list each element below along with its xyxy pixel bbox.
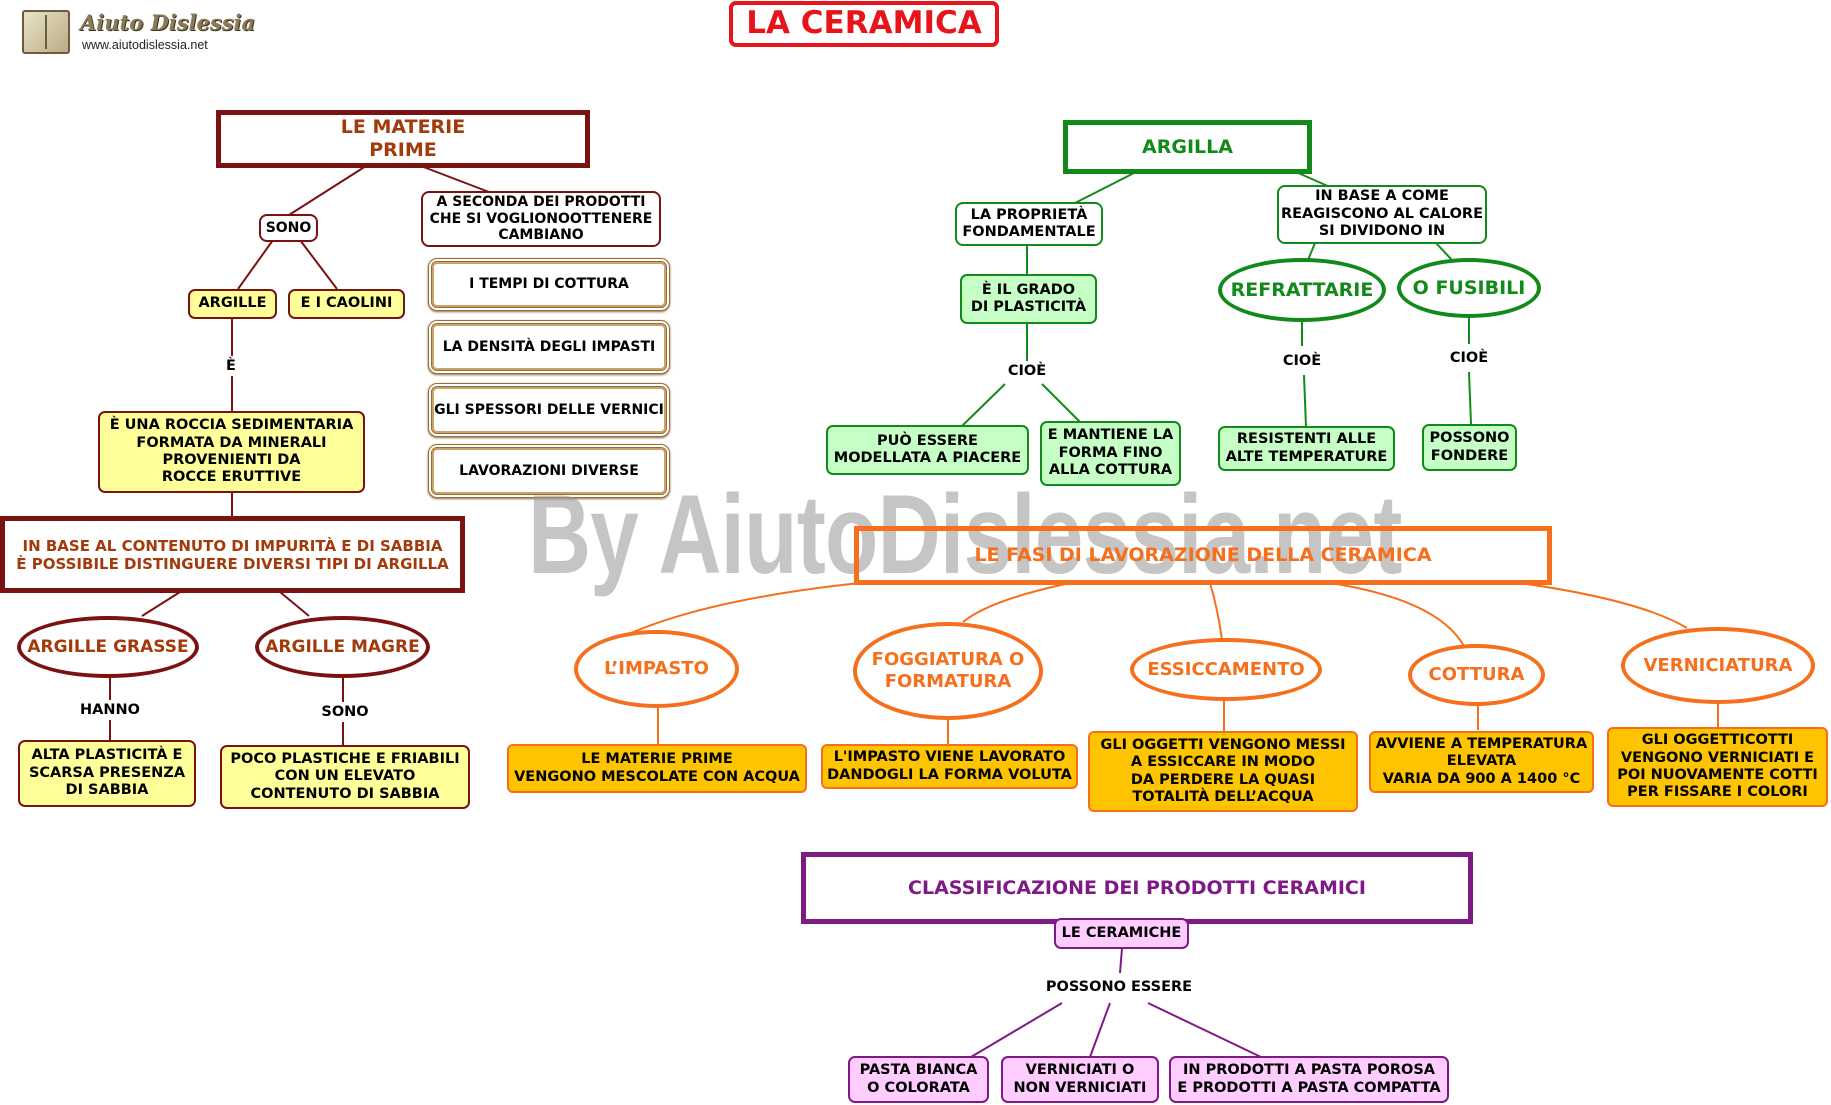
caolini-node: E I CAOLINI [288,289,405,319]
book-icon [22,10,70,54]
fondere-node: POSSONO FONDERE [1422,424,1517,471]
refrattarie-node: REFRATTARIE [1218,258,1386,322]
sono-label-2: SONO [317,702,373,722]
foggiatura-desc: L'IMPASTO VIENE LAVORATO DANDOGLI LA FOR… [821,744,1078,789]
modellata-node: PUÒ ESSERE MODELLATA A PIACERE [826,425,1029,475]
ceramiche-node: LE CERAMICHE [1054,918,1189,949]
grado-node: È IL GRADO DI PLASTICITÀ [960,274,1097,324]
argille-node: ARGILLE [188,289,277,319]
sono-label: SONO [259,214,318,242]
e-label: È [222,356,240,376]
pasta-node: PASTA BIANCA O COLORATA [848,1056,989,1103]
cioe-label-2: CIOÈ [1278,351,1326,371]
resistenti-node: RESISTENTI ALLE ALTE TEMPERATURE [1218,426,1395,471]
mantiene-node: E MANTIENE LA FORMA FINO ALLA COTTURA [1040,421,1181,486]
cioe-label-1: CIOÈ [1003,361,1051,381]
cambiano-item-2: LA DENSITÀ DEGLI IMPASTI [428,320,670,374]
fasi-heading: LE FASI DI LAVORAZIONE DELLA CERAMICA [854,526,1552,585]
cambiano-item-1: I TEMPI DI COTTURA [428,258,670,311]
cambiano-item-4: LAVORAZIONI DIVERSE [428,444,670,498]
cioe-label-3: CIOÈ [1445,348,1493,368]
proprieta-node: LA PROPRIETÀ FONDAMENTALE [955,202,1103,246]
argille-grasse-node: ARGILLE GRASSE [17,616,199,678]
fusibili-node: O FUSIBILI [1397,258,1541,318]
cambiano-item-3: GLI SPESSORI DELLE VERNICI [428,383,670,437]
essiccamento-node: ESSICCAMENTO [1130,638,1322,701]
logo-name: Aiuto Dislessia [80,10,256,35]
foggiatura-node: FOGGIATURA O FORMATURA [853,622,1043,720]
argille-grasse-desc: ALTA PLASTICITÀ E SCARSA PRESENZA DI SAB… [18,740,196,807]
a-seconda-node: A SECONDA DEI PRODOTTI CHE SI VOGLIONOOT… [421,191,661,247]
cottura-node: COTTURA [1408,644,1545,706]
verniciatura-node: VERNICIATURA [1621,627,1815,704]
impasto-node: L’IMPASTO [574,630,739,708]
page-title: LA CERAMICA [729,1,999,47]
roccia-node: È UNA ROCCIA SEDIMENTARIA FORMATA DA MIN… [98,411,365,493]
materie-prime-heading: LE MATERIE PRIME [216,110,590,168]
in-base-impurita-node: IN BASE AL CONTENUTO DI IMPURITÀ E DI SA… [0,516,465,593]
porosa-node: IN PRODOTTI A PASTA POROSA E PRODOTTI A … [1169,1056,1449,1103]
classificazione-heading: CLASSIFICAZIONE DEI PRODOTTI CERAMICI [801,852,1473,924]
possono-essere-label: POSSONO ESSERE [1041,977,1197,997]
essiccamento-desc: GLI OGGETTI VENGONO MESSI A ESSICCARE IN… [1088,731,1358,812]
argille-magre-desc: POCO PLASTICHE E FRIABILI CON UN ELEVATO… [220,745,470,809]
impasto-desc: LE MATERIE PRIME VENGONO MESCOLATE CON A… [507,744,807,793]
verniciati-node: VERNICIATI O NON VERNICIATI [1001,1056,1159,1103]
hanno-label: HANNO [76,700,144,720]
verniciatura-desc: GLI OGGETTICOTTI VENGONO VERNICIATI E PO… [1607,727,1828,807]
argille-magre-node: ARGILLE MAGRE [255,616,430,678]
argilla-heading: ARGILLA [1063,120,1312,174]
cottura-desc: AVVIENE A TEMPERATURA ELEVATA VARIA DA 9… [1369,731,1594,793]
logo-url: www.aiutodislessia.net [82,38,208,52]
site-logo[interactable]: Aiuto Dislessia www.aiutodislessia.net [22,10,255,56]
in-base-calore-node: IN BASE A COME REAGISCONO AL CALORE SI D… [1277,185,1487,244]
